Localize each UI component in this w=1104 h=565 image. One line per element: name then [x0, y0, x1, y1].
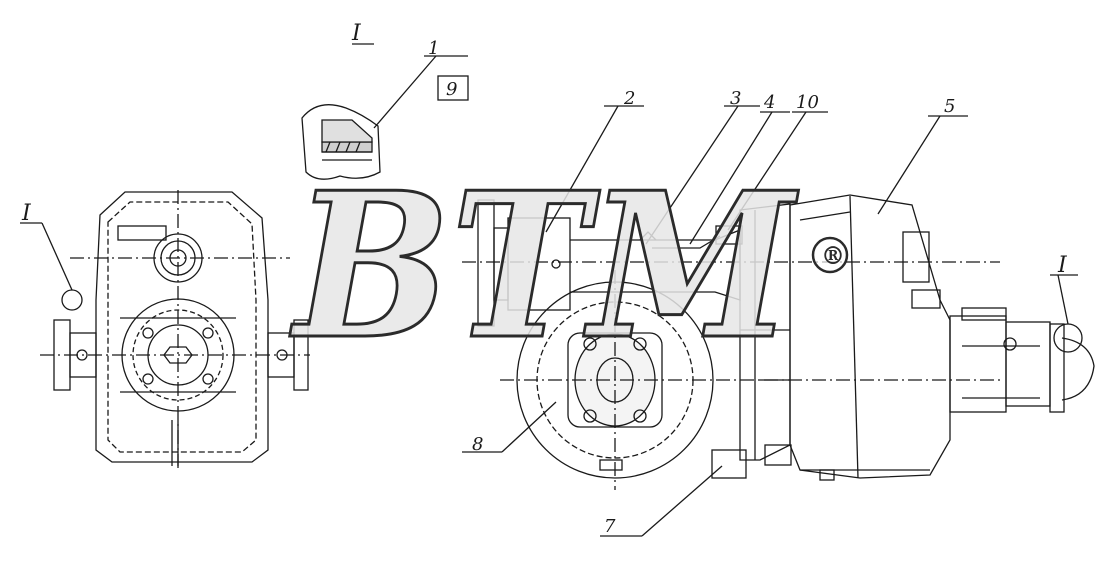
callout-8: 8: [472, 434, 483, 455]
callout-7: 7: [604, 516, 616, 537]
main-side-view: [462, 194, 1095, 490]
section-marker-label: I: [351, 21, 362, 46]
registered-mark-icon: [811, 236, 849, 274]
callout-2: 2: [623, 88, 635, 109]
callout-10: 10: [796, 92, 819, 113]
callout-1: 1: [428, 38, 439, 59]
left-view-marker-label: I: [21, 201, 32, 226]
left-view-leader: [20, 222, 73, 291]
callout-5: 5: [944, 96, 955, 117]
callout-leaders: [462, 105, 1078, 537]
callout-3: 3: [730, 88, 741, 109]
callout-4: 4: [763, 92, 775, 113]
left-end-view: [40, 190, 310, 470]
watermark: BTM ®: [288, 148, 849, 386]
detail-i-section: [301, 43, 469, 180]
callout-9: 9: [446, 79, 457, 100]
watermark-logo-text: BTM: [289, 149, 799, 384]
registered-mark-text: ®: [821, 241, 845, 270]
right-view-marker-label: I: [1057, 253, 1068, 278]
